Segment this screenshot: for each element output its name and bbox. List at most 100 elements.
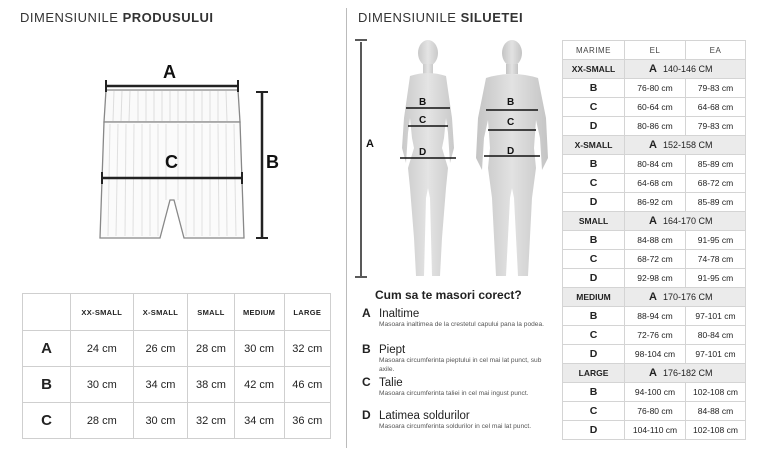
howto-name: Inaltime [379, 308, 420, 320]
howto-letter: B [362, 342, 371, 356]
measure-letter: B [562, 306, 625, 326]
ea-value: 85-89 cm [685, 154, 746, 174]
column-header: XX-SMALL [70, 293, 134, 331]
measure-letter: C [562, 97, 625, 117]
product-heading: DIMENSIUNILE PRODUSULUI [20, 10, 214, 25]
ea-value: 91-95 cm [685, 268, 746, 288]
measure-letter: D [562, 344, 625, 364]
table-cell: 36 cm [283, 402, 332, 439]
el-value: 92-98 cm [624, 268, 686, 288]
el-value: 94-100 cm [624, 382, 686, 402]
table-row: C 28 cm 30 cm 32 cm 34 cm 36 cm [22, 402, 332, 439]
table-cell: 24 cm [70, 330, 134, 367]
column-header: EL [624, 40, 686, 60]
measure-letter: B [562, 230, 625, 250]
ea-value: 79-83 cm [685, 78, 746, 98]
row-label: C [22, 402, 71, 439]
howto-item: D Latimea soldurilor Masoara circumferin… [362, 408, 549, 431]
table-cell: 30 cm [233, 330, 285, 367]
row-label: A [22, 330, 71, 367]
el-value: 76-80 cm [624, 401, 686, 421]
table-cell: 30 cm [70, 366, 134, 403]
el-value: 60-64 cm [624, 97, 686, 117]
howto-desc: Masoara inaltimea de la crestetul capulu… [379, 321, 544, 328]
height-range: 140-146 CM [662, 64, 713, 74]
column-header: SMALL [187, 293, 235, 331]
el-value: 68-72 cm [624, 249, 686, 269]
howto-letter: A [362, 306, 371, 320]
el-value: 104-110 cm [624, 420, 686, 440]
section-divider [346, 8, 347, 448]
ea-value: 91-95 cm [685, 230, 746, 250]
column-header: MARIME [562, 40, 625, 60]
measure-letter: D [562, 420, 625, 440]
size-name: XX-SMALL [562, 59, 625, 79]
shorts-diagram [99, 80, 268, 239]
table-row: A 24 cm 26 cm 28 cm 30 cm 32 cm [22, 330, 332, 367]
howto-desc: Masoara circumferinta taliei in cel mai … [379, 390, 529, 397]
height-letter: A [649, 139, 657, 151]
height-arrow [355, 39, 367, 278]
column-header: MEDIUM [233, 293, 285, 331]
column-header: EA [685, 40, 746, 60]
height-range: 170-176 CM [662, 292, 713, 302]
measure-letter: B [562, 382, 625, 402]
measure-letter: C [562, 325, 625, 345]
howto-title: Cum sa te masori corect? [375, 288, 522, 302]
silhouette-heading-prefix: DIMENSIUNILE [358, 10, 461, 25]
size-name: MEDIUM [562, 287, 625, 307]
howto-item: C Talie Masoara circumferinta taliei in … [362, 375, 549, 398]
measure-letter: C [562, 401, 625, 421]
height-letter: A [649, 63, 657, 75]
product-size-table: XX-SMALL X-SMALL SMALL MEDIUM LARGE A 24… [22, 293, 332, 439]
measure-letter: D [562, 116, 625, 136]
el-value: 84-88 cm [624, 230, 686, 250]
height-range: 152-158 CM [662, 140, 713, 150]
el-value: 86-92 cm [624, 192, 686, 212]
measure-letter: C [562, 173, 625, 193]
ea-value: 97-101 cm [685, 344, 746, 364]
table-cell: 34 cm [233, 402, 285, 439]
diagram-label-b: B [266, 152, 279, 172]
female-label-c: C [419, 115, 427, 126]
size-header-row: X-SMALL A 152-158 CM [562, 135, 746, 155]
product-heading-prefix: DIMENSIUNILE [20, 10, 123, 25]
ea-value: 68-72 cm [685, 173, 746, 193]
el-value: 76-80 cm [624, 78, 686, 98]
ea-value: 80-84 cm [685, 325, 746, 345]
female-label-b: B [419, 97, 427, 108]
size-name: X-SMALL [562, 135, 625, 155]
height-letter: A [649, 367, 657, 379]
table-cell: 28 cm [70, 402, 134, 439]
howto-desc: Masoara circumferinta pieptului in cel m… [379, 357, 542, 373]
table-header-row: MARIME EL EA [562, 40, 746, 60]
size-height: A 152-158 CM [624, 135, 746, 155]
table-header-row: XX-SMALL X-SMALL SMALL MEDIUM LARGE [22, 293, 332, 331]
row-label: B [22, 366, 71, 403]
column-header: X-SMALL [132, 293, 189, 331]
table-cell: 30 cm [132, 402, 189, 439]
ea-value: 102-108 cm [685, 382, 746, 402]
table-cell: 32 cm [187, 402, 235, 439]
male-label-c: C [507, 117, 515, 128]
table-row: B 30 cm 34 cm 38 cm 42 cm 46 cm [22, 366, 332, 403]
ea-value: 74-78 cm [685, 249, 746, 269]
height-letter: A [649, 215, 657, 227]
el-value: 64-68 cm [624, 173, 686, 193]
howto-name: Latimea soldurilor [379, 410, 470, 422]
howto-letter: C [362, 375, 371, 389]
ea-value: 84-88 cm [685, 401, 746, 421]
